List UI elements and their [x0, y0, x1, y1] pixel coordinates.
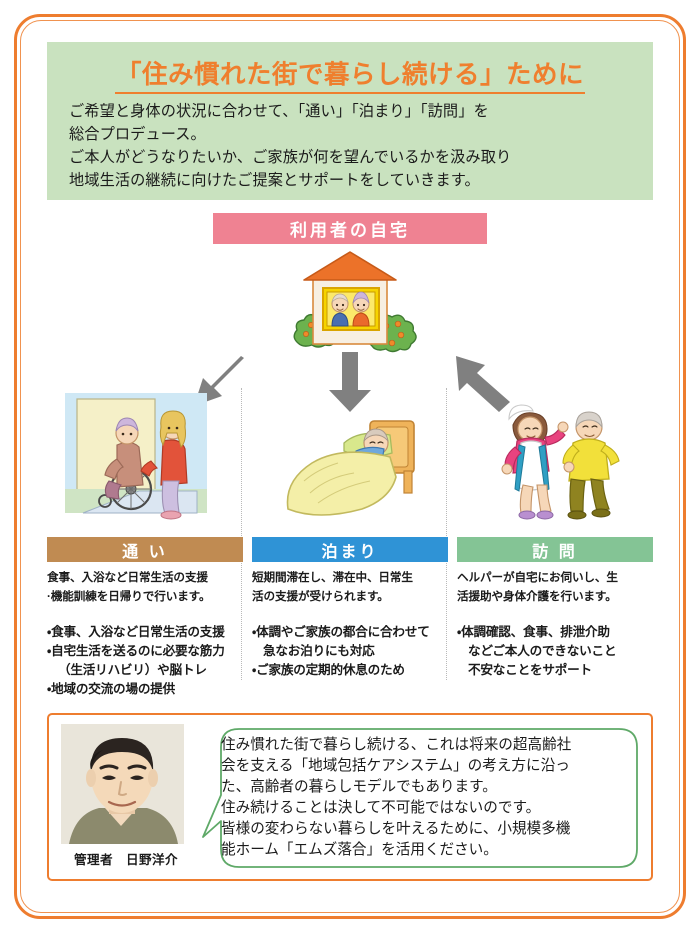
column-description-line: 活の支援が受けられます。 — [252, 589, 389, 603]
bullet-item: ・体調確認、食事、排泄介助 — [457, 624, 610, 639]
column-bullets-kayoi: ・食事、入浴など日常生活の支援 ・自宅生活を送るのに必要な筋力 （生活リハビリ）… — [47, 623, 243, 700]
column-banner-homon: 訪 問 — [457, 537, 653, 562]
column-divider — [446, 388, 447, 680]
column-description-homon: ヘルパーが自宅にお伺いし、生 活援助や身体介護を行います。 — [457, 569, 653, 607]
wheelchair-assistance-illustration — [47, 385, 243, 535]
quote-line: 住み続けることは決して不可能ではないのです。 — [221, 800, 541, 816]
speech-bubble-shape — [201, 725, 641, 871]
bullet-item-continuation: 急なお泊りにも対応 — [263, 643, 375, 658]
service-column-homon: 訪 問 ヘルパーが自宅にお伺いし、生 活援助や身体介護を行います。 ・体調確認、… — [457, 385, 653, 680]
column-description-line: ヘルパーが自宅にお伺いし、生 — [457, 571, 618, 584]
manager-caption: 管理者 日野洋介 — [74, 853, 178, 867]
bullet-item: ・地域の交流の場の提供 — [47, 681, 176, 696]
house-with-elderly-couple-illustration — [280, 248, 420, 373]
bullet-item: ・自宅生活を送るのに必要な筋力 — [47, 643, 225, 658]
header-description: ご希望と身体の状況に合わせて、「通い」「泊まり」「訪問」を 総合プロデュース。 … — [69, 100, 639, 192]
service-column-kayoi: 通 い 食事、入浴など日常生活の支援 ·機能訓練を日帰りで行います。 ・食事、入… — [47, 385, 243, 699]
bullet-item: ・体調やご家族の都合に合わせて — [252, 624, 430, 639]
title-underline — [115, 92, 585, 94]
column-bullets-homon: ・体調確認、食事、排泄介助 などご本人のできないこと 不安なことをサポート — [457, 623, 653, 680]
column-bullets-tomari: ・体調やご家族の都合に合わせて 急なお泊りにも対応 ・ご家族の定期的休息のため — [252, 623, 448, 680]
bullet-item-continuation: 不安なことをサポート — [468, 662, 592, 677]
quote-line: 皆様の変わらない暮らしを叶えるために、小規模多機 — [221, 821, 571, 837]
header-description-line: ご希望と身体の状況に合わせて、「通い」「泊まり」「訪問」を — [69, 103, 489, 120]
page-title: 「住み慣れた街で暮らし続ける」ために — [115, 61, 584, 89]
home-banner: 利用者の自宅 — [213, 213, 487, 244]
testimonial-panel: 管理者 日野洋介 住み慣れた街で暮らし続ける、これは将来の超高齢社 会を支える「… — [47, 713, 653, 881]
quote-line: 住み慣れた街で暮らし続ける、これは将来の超高齢社 — [221, 737, 572, 753]
header-description-line: 地域生活の継続に向けたご提案とサポートをしていきます。 — [69, 172, 480, 190]
quote-line: た、高齢者の暮らしモデルでもあります。 — [221, 779, 497, 795]
elderly-person-in-bed-illustration — [252, 385, 448, 535]
bullet-item-continuation: （生活リハビリ）や脳トレ — [58, 662, 207, 677]
column-description-line: 食事、入浴など日常生活の支援 — [47, 571, 208, 584]
service-column-tomari: 泊まり 短期間滞在し、滞在中、日常生 活の支援が受けられます。 ・体調やご家族の… — [252, 385, 448, 680]
testimonial-quote: 住み慣れた街で暮らし続ける、これは将来の超高齢社 会を支える「地域包括ケアシステ… — [221, 735, 641, 861]
column-description-line: 短期間滞在し、滞在中、日常生 — [252, 571, 413, 584]
column-description-line: 活援助や身体介護を行います。 — [457, 589, 617, 603]
bullet-item-continuation: などご本人のできないこと — [468, 643, 617, 658]
header-panel: 「住み慣れた街で暮らし続ける」ために ご希望と身体の状況に合わせて、「通い」「泊… — [47, 42, 653, 200]
manager-portrait-photo — [61, 724, 184, 844]
column-divider — [241, 388, 242, 680]
column-description-kayoi: 食事、入浴など日常生活の支援 ·機能訓練を日帰りで行います。 — [47, 569, 243, 607]
helper-assisting-elderly-man-illustration — [457, 385, 653, 535]
column-banner-tomari: 泊まり — [252, 537, 448, 562]
column-description-line: ·機能訓練を日帰りで行います。 — [47, 589, 211, 603]
column-description-tomari: 短期間滞在し、滞在中、日常生 活の支援が受けられます。 — [252, 569, 448, 607]
quote-line: 会を支える「地域包括ケアシステム」の考え方に沿っ — [221, 758, 570, 774]
bullet-item: ・ご家族の定期的休息のため — [252, 662, 405, 677]
quote-line: 能ホーム「エムズ落合」を活用ください。 — [221, 842, 498, 858]
header-description-line: ご本人がどうなりたいか、ご家族が何を望んでいるかを汲み取り — [69, 149, 512, 167]
header-description-line: 総合プロデュース。 — [69, 126, 206, 144]
column-banner-kayoi: 通 い — [47, 537, 243, 562]
bullet-item: ・食事、入浴など日常生活の支援 — [47, 624, 225, 639]
